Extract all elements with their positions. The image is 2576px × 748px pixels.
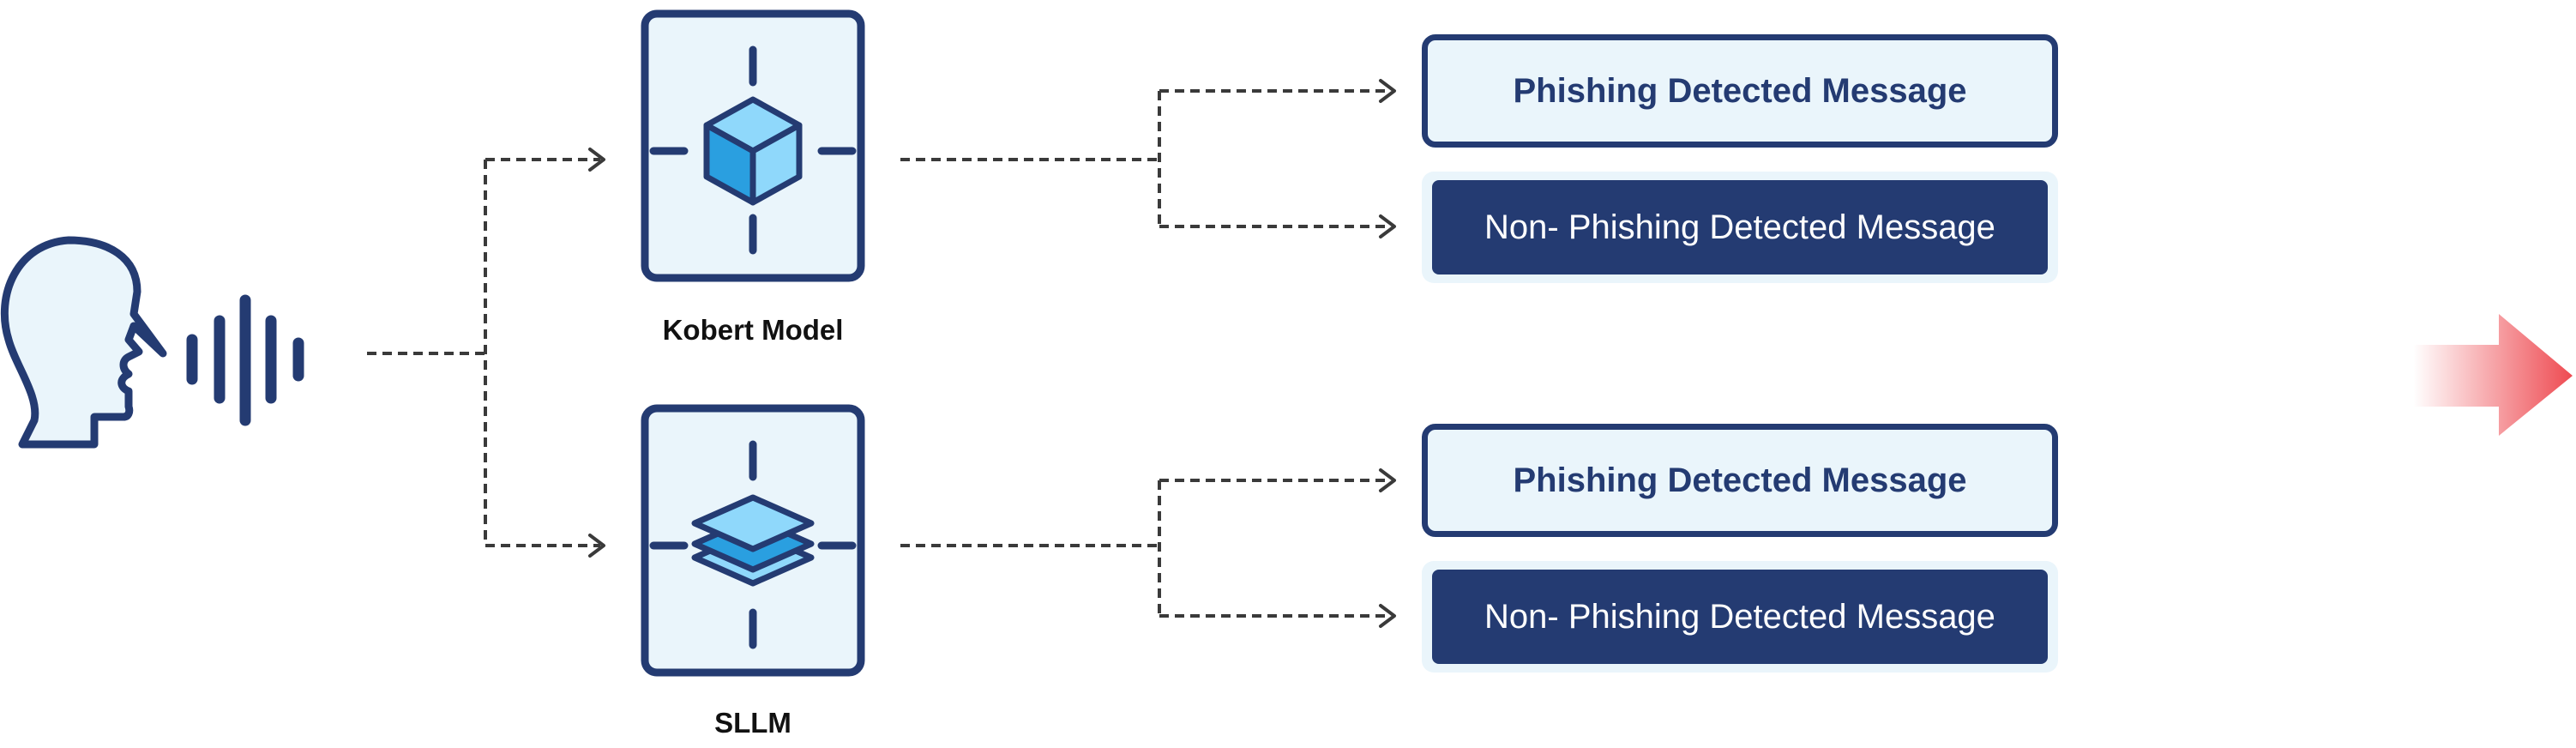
layers-icon	[691, 494, 815, 587]
sllm-model-box	[641, 404, 865, 677]
kobert-model-label: Kobert Model	[662, 314, 844, 346]
arrow-right-icon	[2413, 314, 2573, 436]
sllm-phishing-message: Phishing Detected Message	[1422, 424, 2058, 537]
sllm-non-phishing-message: Non- Phishing Detected Message	[1432, 570, 2048, 664]
kobert-non-phishing-wrap: Non- Phishing Detected Message	[1422, 172, 2058, 283]
kobert-phishing-message: Phishing Detected Message	[1422, 34, 2058, 148]
input-connector	[367, 158, 600, 547]
kobert-model-box	[641, 9, 865, 282]
kobert-non-phishing-message: Non- Phishing Detected Message	[1432, 180, 2048, 274]
sllm-non-phishing-wrap: Non- Phishing Detected Message	[1422, 561, 2058, 673]
input-arrowheads	[588, 148, 605, 558]
output-arrowheads	[1379, 79, 1396, 628]
output-connectors	[900, 89, 1391, 618]
cube-icon	[703, 96, 803, 206]
speaking-head-icon	[0, 236, 304, 449]
sllm-label: SLLM	[714, 707, 791, 739]
